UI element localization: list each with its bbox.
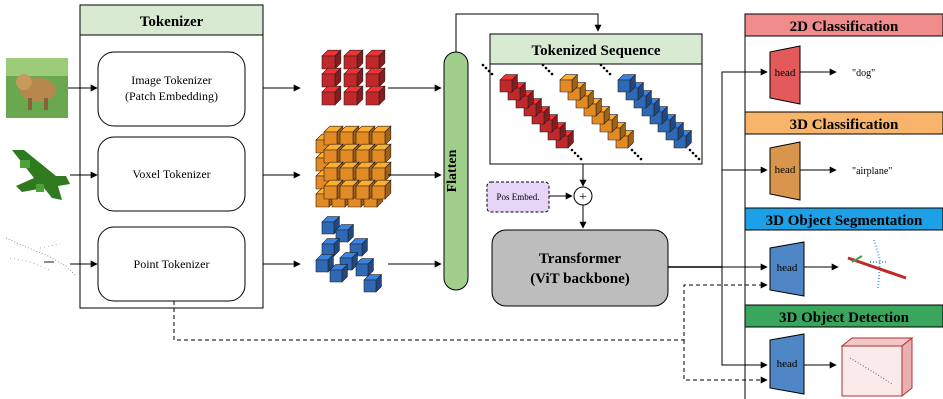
point-token-cubes: [315, 215, 383, 293]
token-cube: [365, 67, 386, 88]
token-cube: [363, 273, 383, 293]
sequence-ellipsis-dot: [573, 151, 577, 155]
head-label: head: [775, 164, 796, 176]
sequence-ellipsis-dot: [579, 157, 583, 161]
transformer-block: [491, 229, 669, 307]
transformer-sublabel: (ViT backbone): [530, 271, 630, 287]
sequence-ellipsis-dot: [602, 66, 606, 70]
token-cube: [321, 67, 342, 88]
token-cube: [547, 121, 567, 141]
voxel-tokenizer-node: [97, 136, 246, 212]
token-sequence: [481, 63, 701, 161]
image-tokenizer-sublabel: (Patch Embedding): [125, 89, 218, 103]
token-cube: [343, 67, 364, 88]
sequence-ellipsis-dot: [484, 66, 488, 70]
image-token-cubes: [321, 49, 386, 106]
sequence-ellipsis-dot: [630, 148, 634, 152]
token-cube: [339, 161, 360, 182]
sequence-ellipsis-dot: [608, 72, 612, 76]
voxel-token-cubes: [315, 125, 392, 208]
output-label: "dog": [852, 68, 875, 79]
sequence-ellipsis-dot: [481, 63, 485, 67]
sequence-ellipsis-dot: [576, 154, 580, 158]
token-cube: [315, 253, 335, 273]
pos-embed-label: Pos Embed.: [496, 192, 539, 202]
sequence-ellipsis-dot: [633, 151, 637, 155]
task-title: 3D Object Detection: [779, 310, 910, 326]
tokenizer-title: Tokenizer: [140, 14, 204, 30]
token-cube: [371, 161, 392, 182]
head-label: head: [777, 262, 798, 274]
head-trapezoid: [769, 333, 805, 395]
sequence-ellipsis-dot: [639, 157, 643, 161]
sequence-ellipsis-dot: [688, 148, 692, 152]
image-tokenizer-node: [97, 51, 246, 127]
head-trapezoid: [769, 45, 801, 105]
sequence-ellipsis-dot: [544, 66, 548, 70]
sequence-ellipsis-dot: [541, 63, 545, 67]
token-cube: [355, 257, 375, 277]
token-cube: [321, 237, 341, 257]
sequence-ellipsis-dot: [691, 151, 695, 155]
token-cube: [321, 49, 342, 70]
sequence-ellipsis-dot: [694, 154, 698, 158]
sequence-ellipsis-dot: [487, 69, 491, 73]
token-cube: [365, 85, 386, 106]
voxel-airplane-icon: [12, 150, 70, 200]
task-title: 2D Classification: [790, 19, 899, 35]
sequence-ellipsis-dot: [605, 69, 609, 73]
task-3d-object-detection: 3D Object Detection head: [744, 304, 943, 398]
token-cube: [343, 49, 364, 70]
token-cube: [365, 49, 386, 70]
transformer-label: Transformer: [539, 251, 622, 267]
image-tokenizer-label: Image Tokenizer: [131, 73, 212, 87]
task-3d-object-segmentation: 3D Object Segmentation head: [744, 207, 943, 297]
head-trapezoid: [769, 141, 801, 201]
token-cube: [321, 85, 342, 106]
token-cube: [499, 73, 519, 93]
token-cube: [371, 125, 392, 146]
sequence-ellipsis-dot: [550, 72, 554, 76]
token-cube: [329, 263, 349, 283]
flatten-label: Flatten: [445, 149, 460, 192]
point-tokenizer-label: Point Tokenizer: [134, 257, 210, 271]
segmented-point-cloud-icon: [847, 239, 907, 291]
output-label: "airplane": [852, 166, 892, 177]
head-label: head: [777, 358, 798, 370]
task-3d-classification: 3D Classification head "airplane": [744, 111, 943, 201]
head-label: head: [775, 67, 796, 79]
plus-symbol: +: [579, 190, 587, 205]
token-cube: [371, 143, 392, 164]
sequence-ellipsis-dot: [490, 72, 494, 76]
token-cube: [617, 73, 637, 93]
task-title: 3D Object Segmentation: [766, 213, 923, 229]
bounding-box-icon: [840, 336, 914, 398]
pos-embed-node: [486, 181, 550, 213]
task-2d-classification: 2D Classification head "dog": [744, 13, 943, 105]
token-cube: [559, 73, 579, 93]
sequence-ellipsis-dot: [599, 63, 603, 67]
head-trapezoid: [769, 241, 805, 297]
token-cube: [335, 223, 355, 243]
sequence-ellipsis-dot: [636, 154, 640, 158]
task-title: 3D Classification: [790, 117, 899, 133]
sequence-ellipsis-dot: [697, 157, 701, 161]
token-cube: [371, 179, 392, 200]
point-cloud-icon: [5, 237, 77, 277]
sequence-title: Tokenized Sequence: [531, 43, 660, 59]
voxel-tokenizer-label: Voxel Tokenizer: [132, 167, 210, 181]
sequence-ellipsis-dot: [570, 148, 574, 152]
dog-photo-icon: [6, 58, 68, 118]
point-tokenizer-node: [97, 226, 246, 302]
sequence-ellipsis-dot: [547, 69, 551, 73]
token-cube: [343, 85, 364, 106]
